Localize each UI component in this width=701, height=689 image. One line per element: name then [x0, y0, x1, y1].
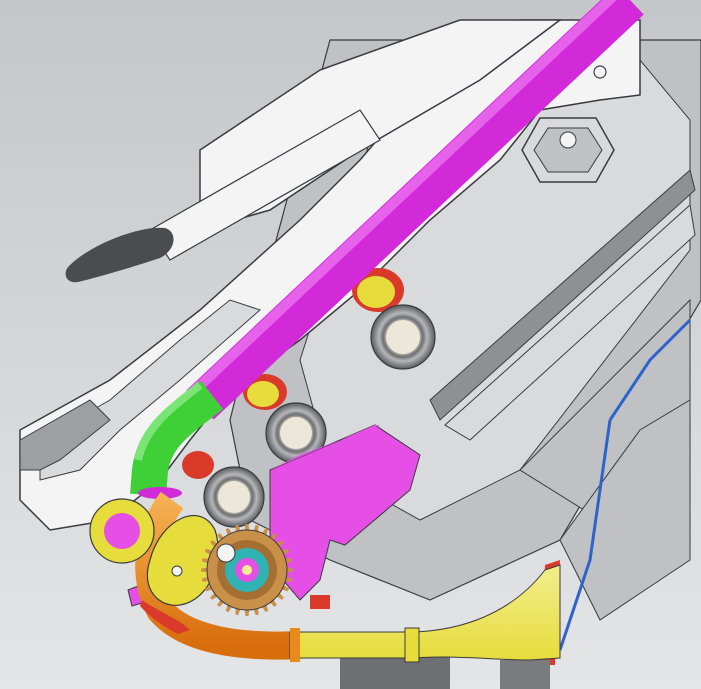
- gear-tooth: [253, 608, 259, 616]
- gear-tooth: [244, 609, 250, 616]
- yellow-ring: [89, 498, 155, 564]
- yellow-flared-pipe: [289, 564, 561, 663]
- gear-tooth: [201, 558, 209, 564]
- orange-pipe: [135, 491, 301, 660]
- gear-tooth: [285, 576, 293, 582]
- gear-tooth: [201, 576, 209, 582]
- gear-tooth: [286, 567, 293, 573]
- main-tube: [186, 0, 644, 420]
- gear-tooth: [201, 567, 208, 573]
- yellow-discs: [182, 268, 404, 479]
- gear-wheel: [201, 524, 293, 616]
- rollers: [203, 304, 436, 528]
- gear-tooth: [235, 608, 241, 616]
- yellow-lever: [140, 515, 219, 634]
- gear-tooth: [253, 524, 259, 532]
- gear-tooth: [244, 524, 250, 531]
- lever-handle: [65, 109, 381, 283]
- gear-tooth: [235, 524, 241, 532]
- gear-tooth: [285, 558, 293, 564]
